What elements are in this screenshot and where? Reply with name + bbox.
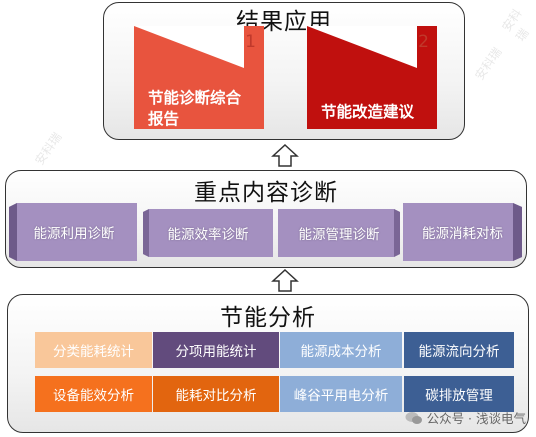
diagnosis-item: 能源利用诊断 <box>9 203 139 261</box>
energy-analysis-panel: 节能分析 分类能耗统计 分项用能统计 能源成本分析 能源流向分析 设备能效分析 … <box>7 294 529 433</box>
analysis-cell: 碳排放管理 <box>404 376 514 412</box>
result-application-panel: 结果应用 1 节能诊断综合报告 2 节能改造建议 <box>103 2 465 140</box>
footer-text: 公众号 · 浅谈电气 <box>426 411 526 426</box>
key-diagnosis-panel: 重点内容诊断 能源利用诊断 能源效率诊断 能源管理诊断 能源消耗对标 <box>5 170 527 268</box>
result-card-1: 1 节能诊断综合报告 <box>134 26 264 129</box>
watermark: 安科瑞 <box>472 45 505 83</box>
up-arrow-icon <box>271 269 299 292</box>
analysis-cell: 能耗对比分析 <box>153 376 279 412</box>
analysis-cell: 峰谷平用电分析 <box>280 376 402 412</box>
analysis-cell: 能源成本分析 <box>280 332 402 368</box>
panel-title: 节能分析 <box>220 305 316 331</box>
diagnosis-item: 能源效率诊断 <box>143 209 273 257</box>
card-label: 节能改造建议 <box>321 103 415 121</box>
analysis-cell: 能源流向分析 <box>404 332 514 368</box>
diagnosis-item-label: 能源利用诊断 <box>33 226 115 242</box>
footer-credit: 公众号 · 浅谈电气 <box>405 408 526 427</box>
analysis-cell: 分类能耗统计 <box>35 332 152 368</box>
watermark: 安科瑞 <box>499 6 532 44</box>
diagnosis-item: 能源消耗对标 <box>403 203 522 261</box>
panel-title: 重点内容诊断 <box>194 180 338 206</box>
diagnosis-item: 能源管理诊断 <box>278 209 400 257</box>
result-card-2: 2 节能改造建议 <box>307 26 437 129</box>
card-number: 1 <box>245 32 256 52</box>
watermark: 安科瑞 <box>32 130 65 168</box>
page-fold <box>134 26 244 68</box>
analysis-cell: 分项用能统计 <box>153 332 279 368</box>
page-fold <box>307 26 417 68</box>
analysis-cell: 设备能效分析 <box>35 376 152 412</box>
diagnosis-item-label: 能源消耗对标 <box>422 226 503 242</box>
wechat-icon <box>405 411 422 424</box>
up-arrow-icon <box>271 144 299 167</box>
diagnosis-item-label: 能源管理诊断 <box>298 227 380 243</box>
card-label: 节能诊断综合报告 <box>148 89 242 128</box>
card-number: 2 <box>418 32 429 52</box>
diagnosis-item-label: 能源效率诊断 <box>167 227 249 243</box>
